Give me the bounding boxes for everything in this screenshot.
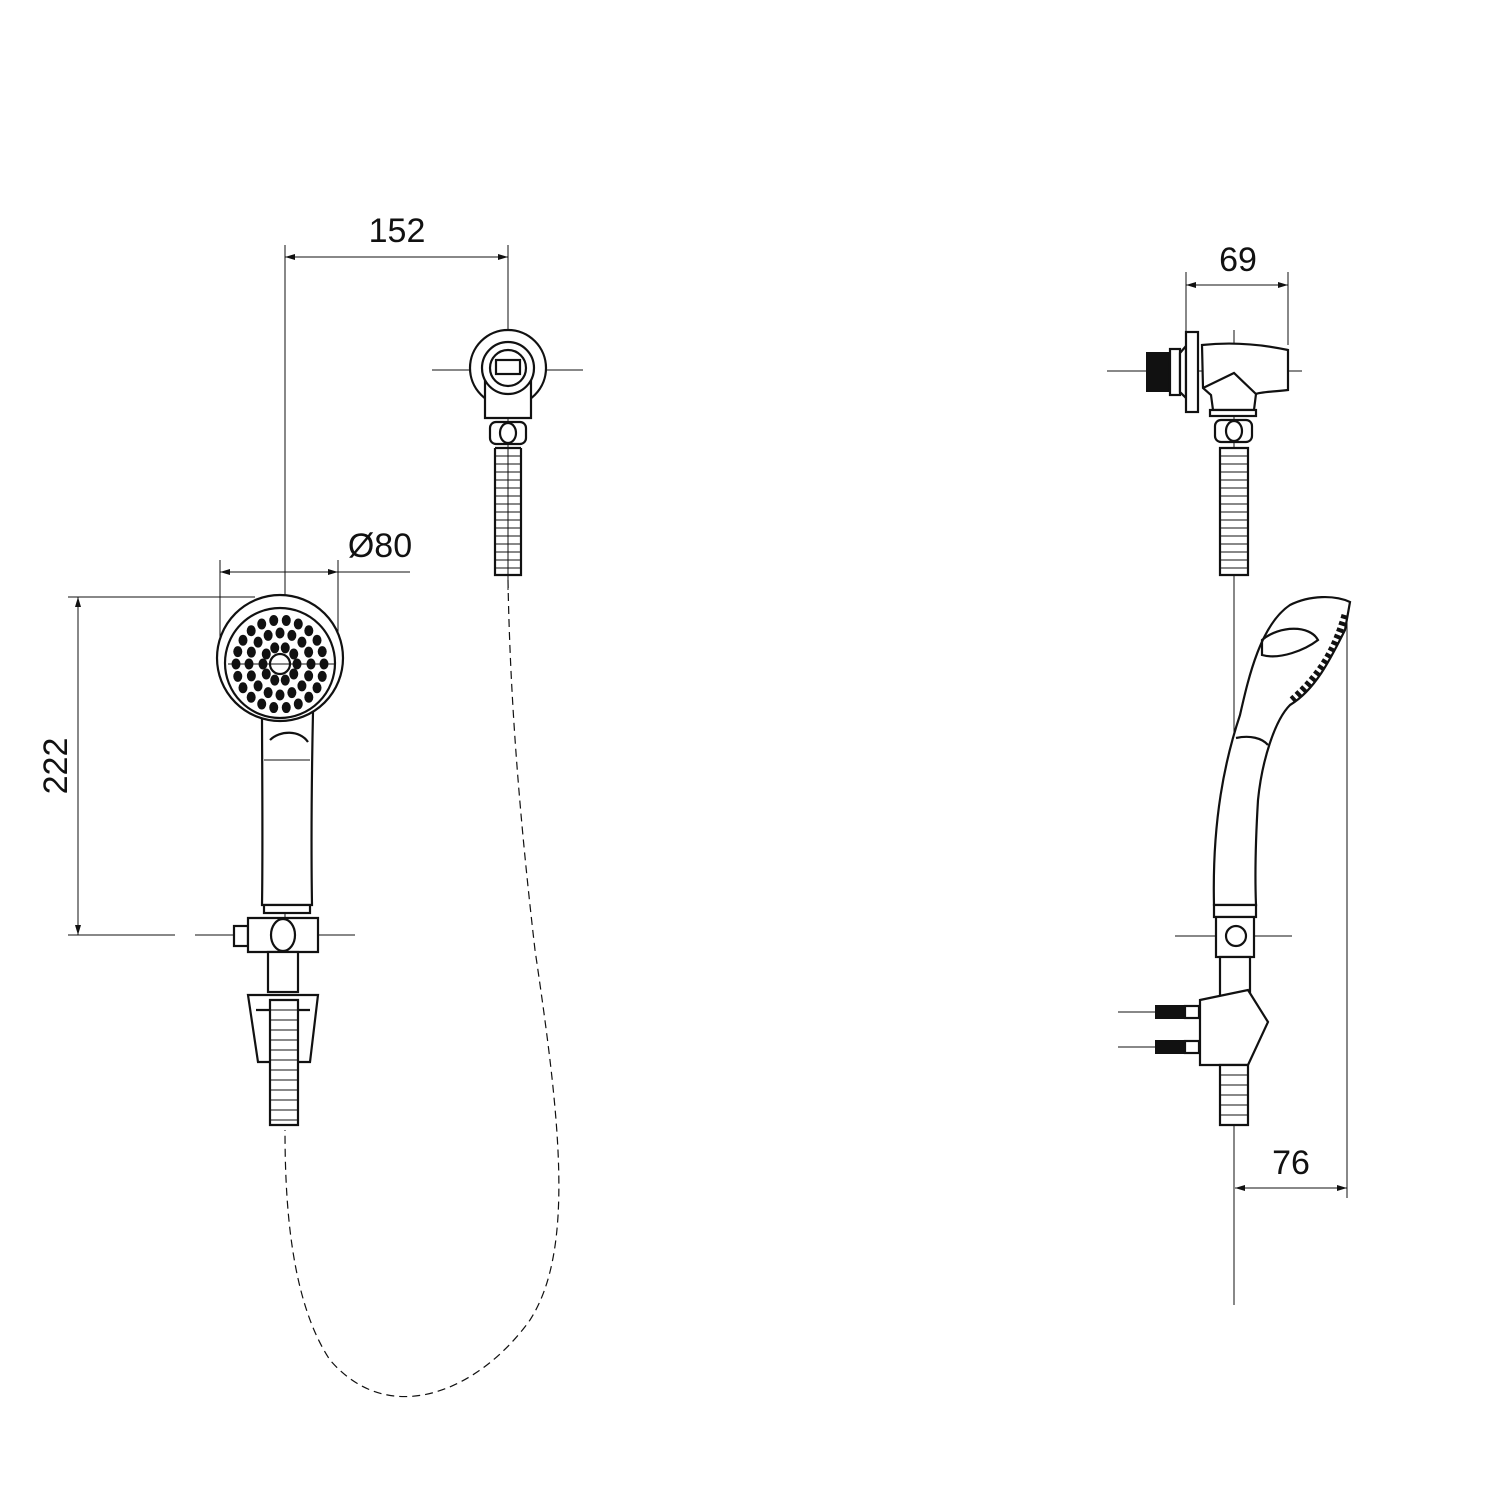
nozzle xyxy=(293,698,303,710)
nozzle xyxy=(280,674,290,686)
side-view: 69 xyxy=(1107,241,1352,1305)
nozzle xyxy=(263,629,273,641)
nozzle xyxy=(246,646,256,658)
nozzle xyxy=(281,614,291,626)
nozzle xyxy=(257,698,267,710)
dimension-152: 152 xyxy=(284,212,509,945)
nozzle xyxy=(289,668,299,680)
nozzle xyxy=(312,634,322,646)
nozzle xyxy=(261,668,271,680)
nozzle xyxy=(297,680,307,692)
nozzle xyxy=(275,627,285,639)
nozzle xyxy=(233,646,243,658)
nozzle xyxy=(261,648,271,660)
nozzle xyxy=(253,680,263,692)
dimension-label-76: 76 xyxy=(1272,1144,1310,1182)
nozzle xyxy=(269,614,279,626)
nozzle xyxy=(287,687,297,699)
nozzle xyxy=(269,702,279,714)
nozzle xyxy=(304,625,314,637)
wall-outlet-front xyxy=(432,295,583,590)
dimension-label-222: 222 xyxy=(37,738,75,795)
wall-screw-icon xyxy=(1118,1004,1201,1020)
dimension-69: 69 xyxy=(1185,241,1289,345)
hose-path xyxy=(284,579,560,1398)
dimension-diameter-80: Ø80 xyxy=(219,527,412,650)
nozzle xyxy=(304,646,314,658)
nozzle xyxy=(281,702,291,714)
nozzle xyxy=(263,687,273,699)
nozzle xyxy=(280,642,290,654)
nozzle xyxy=(270,642,280,654)
dimension-222: 222 xyxy=(37,596,255,936)
dimension-label-69: 69 xyxy=(1219,241,1257,279)
nozzle xyxy=(270,674,280,686)
nozzle xyxy=(238,682,248,694)
hand-shower-side xyxy=(1118,596,1352,1127)
nozzle xyxy=(304,691,314,703)
nozzle xyxy=(287,629,297,641)
spray-nozzles xyxy=(231,614,329,714)
nozzle xyxy=(253,636,263,648)
dimension-76: 76 xyxy=(1235,620,1348,1198)
nozzle xyxy=(304,670,314,682)
nozzle xyxy=(317,670,327,682)
nozzle xyxy=(317,646,327,658)
nozzle xyxy=(297,636,307,648)
front-view: 152 Ø80 222 xyxy=(37,212,583,1398)
nozzle xyxy=(275,689,285,701)
nozzle xyxy=(233,670,243,682)
nozzle xyxy=(246,691,256,703)
nozzle xyxy=(246,670,256,682)
wall-screw-icon xyxy=(1118,1039,1201,1055)
nozzle xyxy=(289,648,299,660)
nozzle xyxy=(257,618,267,630)
nozzle xyxy=(246,625,256,637)
dimension-label-diameter-80: Ø80 xyxy=(348,527,412,565)
nozzle xyxy=(238,634,248,646)
nozzle xyxy=(312,682,322,694)
hand-shower-front xyxy=(195,593,355,1127)
dimension-label-152: 152 xyxy=(369,212,426,250)
nozzle xyxy=(293,618,303,630)
